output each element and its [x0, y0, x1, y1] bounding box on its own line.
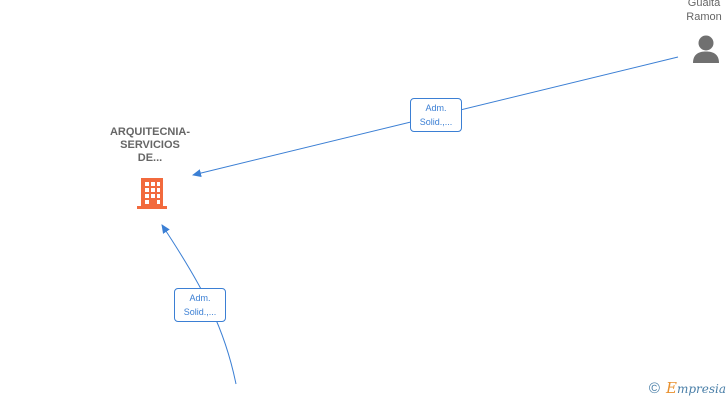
- building-icon[interactable]: [135, 177, 169, 211]
- company-label-line-3: DE...: [137, 152, 163, 164]
- edge-label-line-2: Solid.,...: [419, 117, 453, 127]
- brand-logo-rest: mpresia: [676, 382, 726, 396]
- person-label-line-1: Gualta: [687, 0, 721, 9]
- brand-logo[interactable]: Empresia: [666, 379, 726, 397]
- edge-label-line-1: Adm.: [425, 103, 447, 113]
- person-label-line-2: Ramon: [686, 11, 722, 23]
- brand-logo-initial: E: [665, 379, 677, 397]
- edge-label-line-1: Adm.: [189, 293, 211, 303]
- edge-label-bottom-to-company[interactable]: Adm. Solid.,...: [174, 288, 226, 322]
- edge-label-line-2: Solid.,...: [183, 307, 217, 317]
- person-icon[interactable]: [690, 33, 722, 65]
- company-label-line-2: SERVICIOS: [120, 139, 180, 151]
- company-label-line-1: ARQUITECNIA-: [109, 126, 191, 138]
- company-node-label[interactable]: ARQUITECNIA- SERVICIOS DE...: [95, 126, 205, 165]
- person-node-label[interactable]: Gualta Ramon: [664, 0, 728, 24]
- footer-brand: © Empresia: [649, 379, 726, 397]
- edge-label-person-to-company[interactable]: Adm. Solid.,...: [410, 98, 462, 132]
- copyright-icon: ©: [648, 379, 660, 397]
